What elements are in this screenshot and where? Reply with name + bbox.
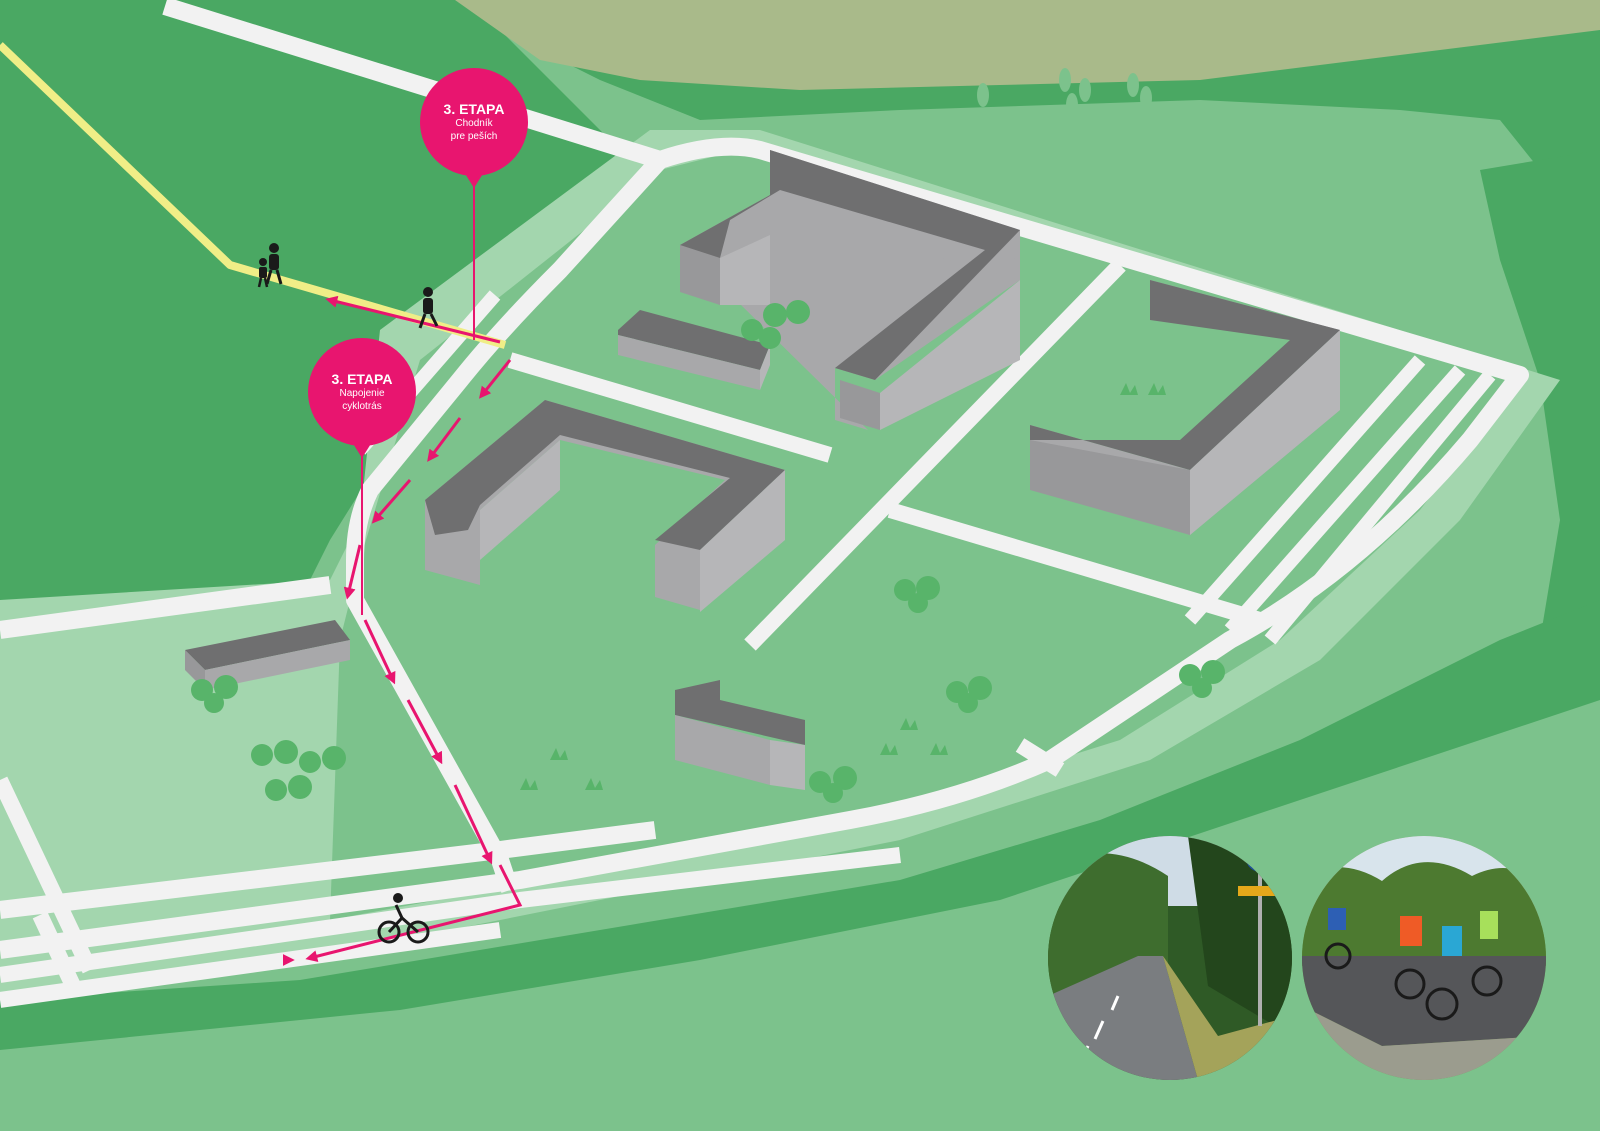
building-small-south: [675, 680, 805, 790]
footpath: [0, 42, 507, 349]
building-east-c-block: [1030, 280, 1340, 535]
road-network: [0, 0, 1529, 1008]
building-center-c-block: [425, 400, 785, 612]
pedestrian-icon: [418, 287, 439, 329]
route-arrows: [325, 295, 512, 865]
field-north: [455, 0, 1600, 90]
tree-clusters: [191, 300, 1225, 803]
building-small-north: [618, 310, 770, 390]
marker-pin-cycle[interactable]: [308, 338, 416, 615]
route-cycle-south: [305, 864, 523, 963]
cyclist-icon: [377, 893, 430, 944]
family-icon: [257, 243, 283, 288]
photo-cyclists: [1302, 836, 1546, 1080]
grass-tufts: [520, 383, 1166, 790]
marker-pin-footpath[interactable]: [420, 68, 528, 340]
trees-north: [977, 68, 1152, 117]
photo-cycle-path: [1048, 836, 1292, 1080]
building-ne-l-block: [680, 150, 1020, 430]
hill-east: [1480, 150, 1600, 700]
